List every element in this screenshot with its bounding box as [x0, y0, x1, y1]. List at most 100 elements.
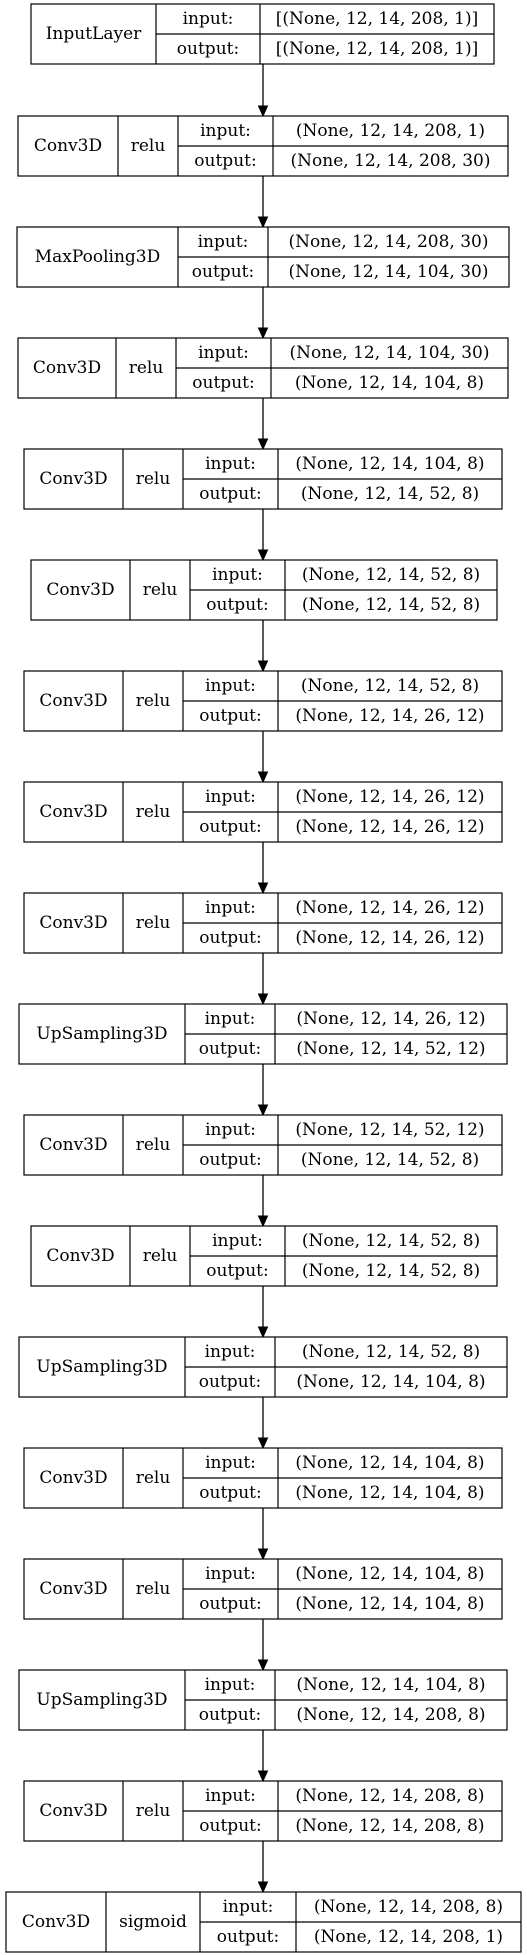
layer-node: Conv3D relu input: output: (None, 12, 14, 10… — [23, 1447, 503, 1509]
input-shape: (None, 12, 14, 208, 8) — [314, 1897, 503, 1917]
input-label: input: — [205, 454, 256, 474]
input-label: input: — [212, 565, 263, 585]
layer-activation: relu — [136, 802, 171, 822]
output-shape: (None, 12, 14, 52, 8) — [302, 595, 480, 615]
layer-name: UpSampling3D — [36, 1690, 167, 1710]
output-label: output: — [199, 928, 261, 948]
arrowhead-icon — [257, 1548, 269, 1561]
layer-activation: relu — [131, 136, 166, 156]
output-shape: (None, 12, 14, 26, 12) — [295, 706, 484, 726]
layer-name: Conv3D — [39, 913, 107, 933]
input-shape: (None, 12, 14, 104, 8) — [296, 1675, 485, 1695]
input-shape: (None, 12, 14, 26, 12) — [295, 787, 484, 807]
output-label: output: — [199, 1039, 261, 1059]
input-shape: [(None, 12, 14, 208, 1)] — [276, 9, 478, 29]
layer-name: Conv3D — [39, 802, 107, 822]
output-label: output: — [192, 373, 254, 393]
layer-name: InputLayer — [46, 24, 142, 44]
layer-activation: relu — [136, 469, 171, 489]
layer-activation: relu — [136, 913, 171, 933]
layer-name: UpSampling3D — [36, 1024, 167, 1044]
output-label: output: — [199, 1372, 261, 1392]
layer-name: Conv3D — [33, 358, 101, 378]
arrowhead-icon — [257, 1659, 269, 1672]
input-shape: (None, 12, 14, 104, 8) — [295, 454, 484, 474]
layer-name: Conv3D — [46, 1246, 114, 1266]
input-label: input: — [205, 787, 256, 807]
arrowhead-icon — [257, 993, 269, 1006]
arrowhead-icon — [257, 1437, 269, 1450]
layer-name: Conv3D — [34, 136, 102, 156]
layer-name: Conv3D — [22, 1912, 90, 1932]
output-shape: (None, 12, 14, 52, 8) — [302, 1261, 480, 1281]
arrowhead-icon — [257, 438, 269, 451]
input-shape: (None, 12, 14, 52, 8) — [302, 1231, 480, 1251]
layer-name: Conv3D — [39, 469, 107, 489]
output-shape: (None, 12, 14, 52, 12) — [296, 1039, 485, 1059]
layer-activation: relu — [136, 1801, 171, 1821]
input-label: input: — [205, 1009, 256, 1029]
output-label: output: — [199, 1150, 261, 1170]
input-label: input: — [223, 1897, 274, 1917]
output-label: output: — [199, 1483, 261, 1503]
layer-node: Conv3D relu input: output: (None, 12, 14, 52… — [23, 1114, 503, 1176]
input-label: input: — [205, 676, 256, 696]
input-shape: (None, 12, 14, 104, 8) — [295, 1453, 484, 1473]
layer-name: Conv3D — [46, 580, 114, 600]
output-label: output: — [199, 484, 261, 504]
layer-activation: relu — [136, 1579, 171, 1599]
output-label: output: — [206, 1261, 268, 1281]
output-label: output: — [199, 706, 261, 726]
output-shape: (None, 12, 14, 52, 8) — [301, 1150, 479, 1170]
input-label: input: — [205, 1786, 256, 1806]
input-label: input: — [183, 9, 234, 29]
input-label: input: — [205, 898, 256, 918]
output-label: output: — [217, 1927, 279, 1947]
layer-node: Conv3D relu input: output: (None, 12, 14, 10… — [23, 448, 503, 510]
output-shape: (None, 12, 14, 104, 8) — [295, 373, 484, 393]
output-label: output: — [199, 1594, 261, 1614]
input-shape: (None, 12, 14, 208, 1) — [296, 121, 485, 141]
arrowhead-icon — [257, 1215, 269, 1228]
layer-node: UpSampling3D input: output: (None, 12, 14, … — [18, 1003, 508, 1065]
layer-name: Conv3D — [39, 1801, 107, 1821]
arrowhead-icon — [257, 882, 269, 895]
input-shape: (None, 12, 14, 208, 8) — [295, 1786, 484, 1806]
input-label: input: — [205, 1453, 256, 1473]
layer-name: Conv3D — [39, 1135, 107, 1155]
arrowhead-icon — [257, 771, 269, 784]
layer-node: Conv3D relu input: output: (None, 12, 14, 20… — [23, 1780, 503, 1842]
arrowhead-icon — [257, 1104, 269, 1117]
layer-activation: relu — [136, 1468, 171, 1488]
input-shape: (None, 12, 14, 104, 8) — [295, 1564, 484, 1584]
input-shape: (None, 12, 14, 52, 12) — [295, 1120, 484, 1140]
output-shape: (None, 12, 14, 208, 30) — [291, 151, 491, 171]
layer-activation: relu — [136, 1135, 171, 1155]
arrowhead-icon — [257, 105, 269, 118]
input-label: input: — [198, 343, 249, 363]
arrowhead-icon — [257, 327, 269, 340]
layer-name: Conv3D — [39, 1468, 107, 1488]
output-shape: (None, 12, 14, 208, 1) — [314, 1927, 503, 1947]
output-shape: (None, 12, 14, 208, 8) — [296, 1705, 485, 1725]
input-label: input: — [205, 1120, 256, 1140]
layer-name: Conv3D — [39, 691, 107, 711]
input-label: input: — [200, 121, 251, 141]
arrowhead-icon — [257, 1881, 269, 1894]
input-label: input: — [205, 1564, 256, 1584]
input-shape: (None, 12, 14, 52, 8) — [302, 565, 480, 585]
output-shape: (None, 12, 14, 208, 8) — [295, 1816, 484, 1836]
input-shape: (None, 12, 14, 104, 30) — [290, 343, 490, 363]
output-label: output: — [199, 1816, 261, 1836]
layer-name: MaxPooling3D — [35, 247, 161, 267]
output-shape: (None, 12, 14, 26, 12) — [295, 817, 484, 837]
layer-activation: relu — [143, 1246, 178, 1266]
